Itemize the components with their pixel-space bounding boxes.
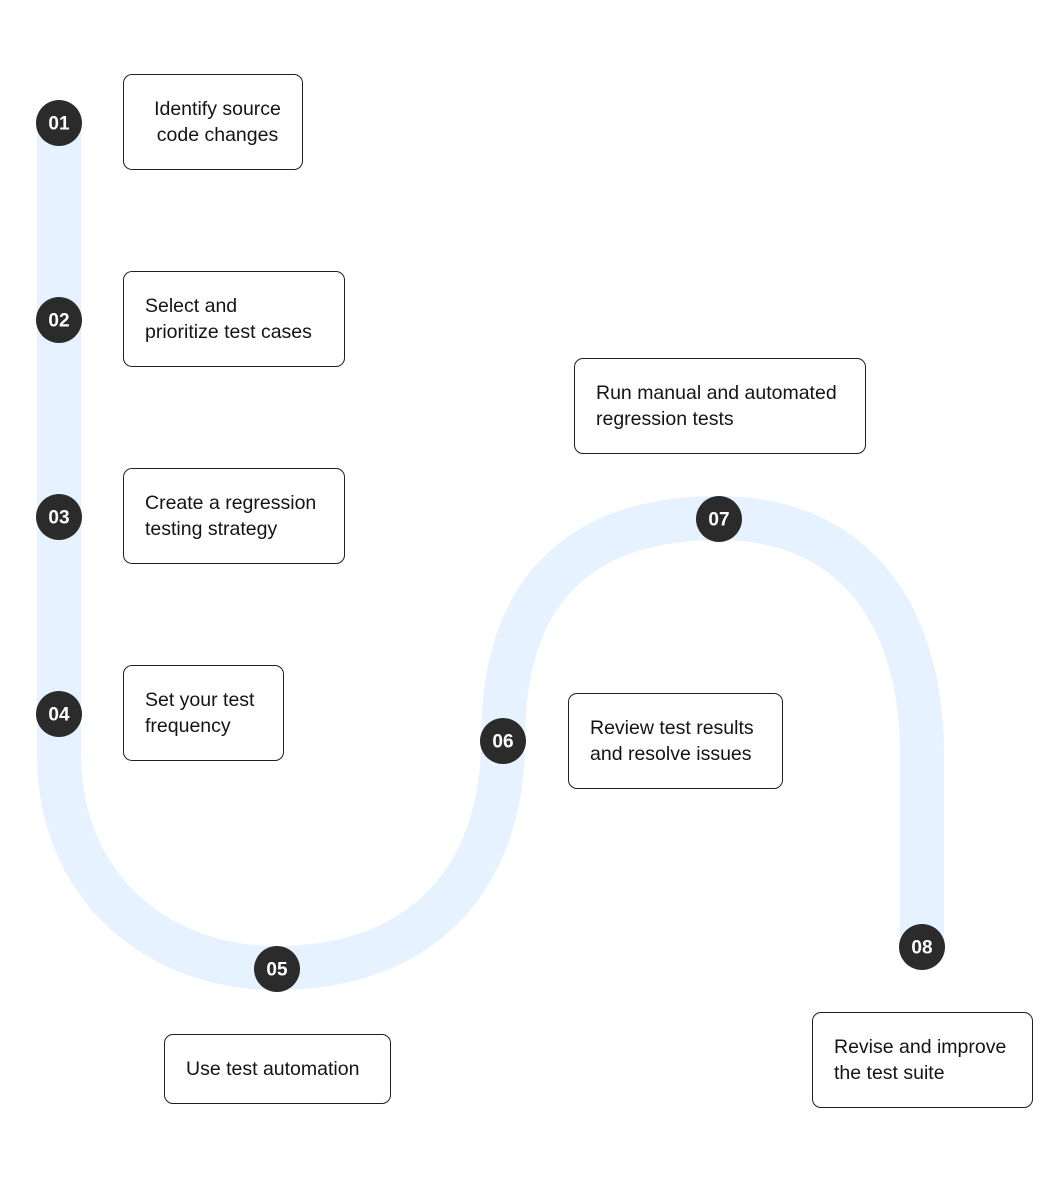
step-card-06: Review test results and resolve issues — [568, 693, 783, 789]
step-card-01: Identify source code changes — [123, 74, 303, 170]
step-card-03: Create a regression testing strategy — [123, 468, 345, 564]
step-marker-03: 03 — [36, 494, 82, 540]
step-marker-06: 06 — [480, 718, 526, 764]
step-marker-01: 01 — [36, 100, 82, 146]
step-label: Select and prioritize test cases — [145, 295, 312, 343]
step-label: Review test results and resolve issues — [590, 717, 754, 765]
step-marker-05: 05 — [254, 946, 300, 992]
step-number: 01 — [48, 114, 70, 135]
step-label: Set your test frequency — [145, 689, 255, 737]
step-marker-circle — [36, 494, 82, 540]
step-marker-07: 07 — [696, 496, 742, 542]
step-label: Use test automation — [186, 1058, 360, 1080]
step-marker-02: 02 — [36, 297, 82, 343]
step-label: Revise and improve the test suite — [834, 1036, 1007, 1084]
step-marker-circle — [899, 924, 945, 970]
step-marker-circle — [36, 691, 82, 737]
step-number: 04 — [48, 705, 70, 726]
step-marker-circle — [480, 718, 526, 764]
step-card-05: Use test automation — [164, 1034, 391, 1104]
step-markers: 01 02 03 04 05 06 07 08 — [36, 100, 945, 992]
step-label: Create a regression testing strategy — [145, 492, 317, 540]
step-card-08: Revise and improve the test suite — [812, 1012, 1033, 1108]
step-card-07: Run manual and automated regression test… — [574, 358, 866, 454]
step-marker-08: 08 — [899, 924, 945, 970]
step-card-04: Set your test frequency — [123, 665, 284, 761]
step-number: 08 — [911, 938, 932, 959]
step-marker-circle — [254, 946, 300, 992]
step-label: Run manual and automated regression test… — [596, 382, 837, 430]
step-marker-circle — [36, 297, 82, 343]
step-label: Identify source code changes — [154, 98, 281, 146]
step-number: 07 — [708, 510, 729, 531]
step-number: 02 — [48, 311, 69, 332]
step-number: 06 — [492, 732, 513, 753]
step-number: 05 — [266, 960, 288, 981]
step-marker-04: 04 — [36, 691, 82, 737]
step-marker-circle — [36, 100, 82, 146]
step-marker-circle — [696, 496, 742, 542]
step-card-02: Select and prioritize test cases — [123, 271, 345, 367]
step-number: 03 — [48, 508, 69, 529]
